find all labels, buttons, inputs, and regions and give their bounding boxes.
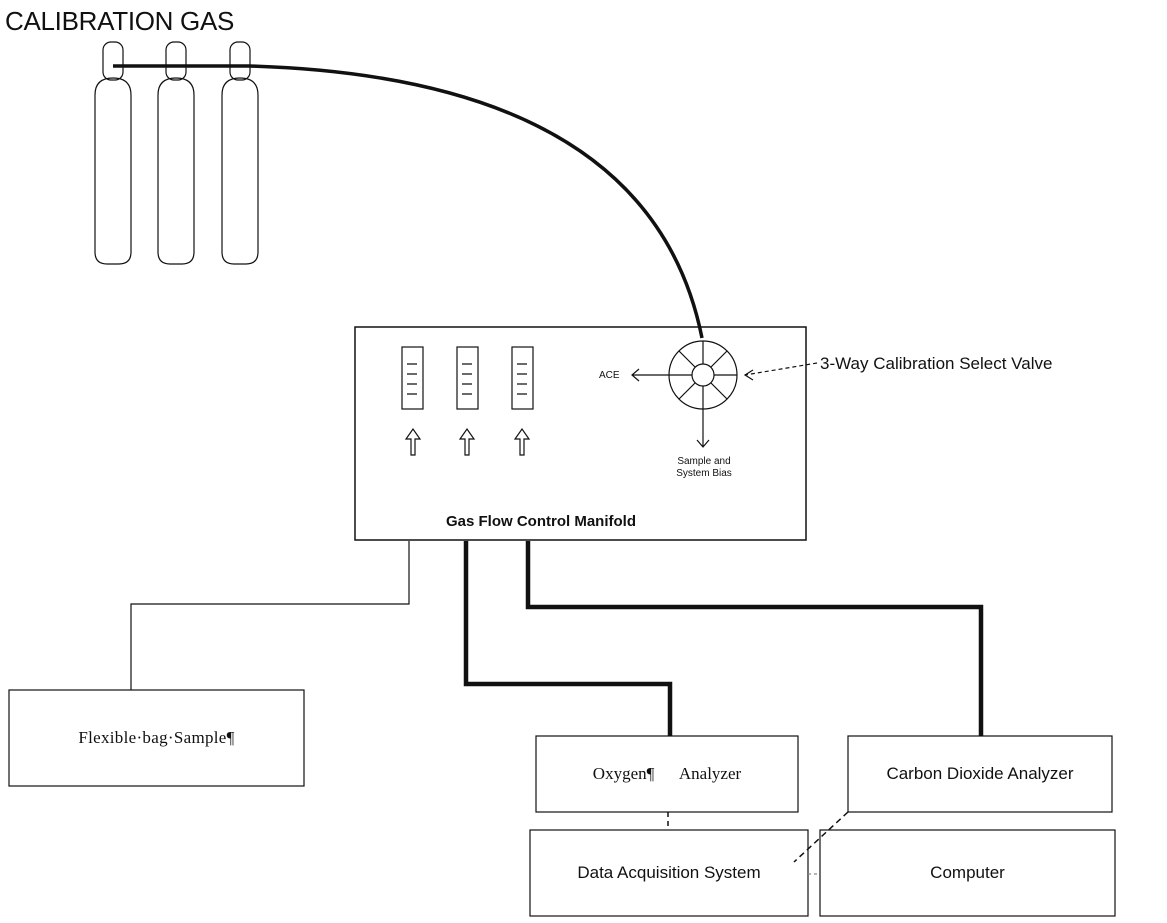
flowmeter-3 bbox=[511, 346, 534, 410]
manifold-label: Gas Flow Control Manifold bbox=[446, 513, 636, 530]
sample-bias-line-2: System Bias bbox=[676, 468, 732, 479]
sample-bias-line-1: Sample and bbox=[677, 456, 731, 467]
gas-cylinder-2 bbox=[157, 41, 195, 265]
gas-cylinder-3 bbox=[221, 41, 259, 265]
sample-bias-label: Sample and System Bias bbox=[664, 456, 744, 480]
computer-label: Computer bbox=[930, 863, 1005, 882]
up-arrow-icon bbox=[513, 427, 531, 456]
flexible-bag-sample-box bbox=[8, 689, 305, 787]
valve-leader-arrowhead bbox=[743, 369, 754, 381]
calibration-gas-title: CALIBRATION GAS bbox=[5, 6, 235, 36]
flowmeter-2 bbox=[456, 346, 479, 410]
valve-label-leader bbox=[744, 362, 818, 376]
flexible-bag-sample-label: Flexible·bag·Sample¶ bbox=[78, 728, 235, 747]
data-acquisition-label: Data Acquisition System bbox=[577, 863, 761, 882]
sample-bias-arrow-icon bbox=[696, 409, 710, 448]
oxygen-analyzer-box bbox=[535, 735, 799, 813]
up-arrow-icon bbox=[458, 427, 476, 456]
computer-box bbox=[819, 829, 1116, 917]
oxygen-analyzer-line bbox=[463, 541, 673, 736]
co2-analyzer-line bbox=[525, 541, 984, 736]
gas-flow-control-manifold bbox=[354, 326, 807, 541]
gas-cylinder-1 bbox=[94, 41, 132, 265]
co2-analyzer-label: Carbon Dioxide Analyzer bbox=[886, 764, 1074, 783]
co2-analyzer-box bbox=[847, 735, 1113, 813]
bag-sample-line bbox=[130, 541, 410, 690]
calibration-gas-line bbox=[113, 64, 704, 339]
up-arrow-icon bbox=[404, 427, 422, 456]
ace-label: ACE bbox=[599, 370, 620, 381]
ace-arrow-icon bbox=[631, 368, 669, 382]
valve-label: 3-Way Calibration Select Valve bbox=[820, 354, 1053, 373]
flowmeter-1 bbox=[401, 346, 424, 410]
data-acquisition-box bbox=[529, 829, 809, 917]
oxygen-analyzer-label: Oxygen¶ Analyzer bbox=[592, 764, 742, 783]
co2-daq-link bbox=[793, 811, 849, 863]
three-way-valve bbox=[668, 340, 738, 410]
